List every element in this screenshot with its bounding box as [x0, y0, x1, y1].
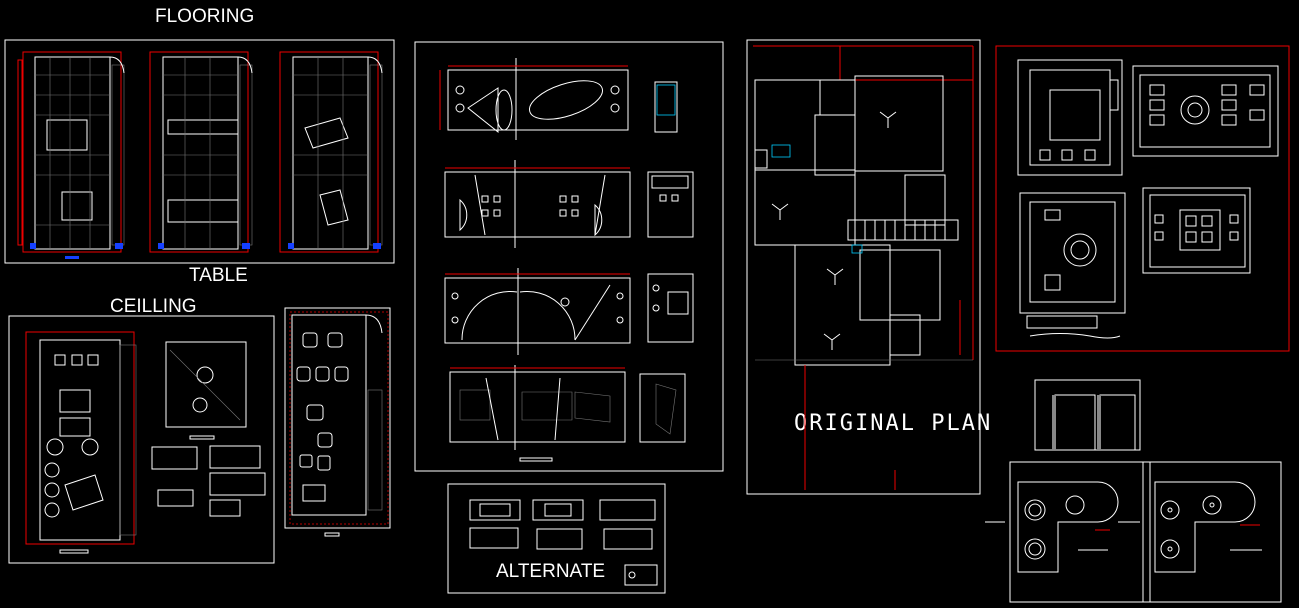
elevations-panel[interactable] [414, 41, 724, 472]
ceiling-title: CEILLING [110, 296, 197, 317]
table-plan-panel[interactable] [284, 307, 391, 537]
alternate-title: ALTERNATE [496, 561, 605, 582]
ceiling-plan [25, 331, 137, 554]
key-plan[interactable] [1034, 379, 1141, 451]
ceiling-detail [165, 341, 247, 440]
plan-rooms [754, 75, 959, 366]
elevation-3 [444, 268, 631, 355]
elevation-2 [444, 160, 631, 248]
detail-plan-1 [1017, 59, 1123, 176]
alternate-panel[interactable] [447, 483, 666, 594]
ceiling-panel[interactable] [8, 315, 275, 564]
table-top-detail-2[interactable] [1118, 461, 1282, 603]
elevation-4 [449, 365, 626, 450]
staircase [854, 220, 946, 240]
original-plan-title: ORIGINAL PLAN [794, 411, 992, 436]
ceiling-furniture-blocks [151, 445, 266, 517]
detail-plan-3 [1019, 192, 1126, 339]
elevation-1 [439, 58, 629, 140]
ceiling-fan-icons [771, 111, 897, 350]
chairs-group [296, 332, 349, 502]
detail-plan-2 [1132, 65, 1279, 157]
flooring-plan-3 [279, 51, 383, 253]
original-plan-panel[interactable] [746, 39, 981, 495]
flooring-title: FLOORING [155, 6, 254, 27]
table-title: TABLE [189, 265, 248, 286]
flooring-plan-1 [17, 51, 125, 259]
table-top-detail-1[interactable] [985, 461, 1151, 603]
flooring-plan-2 [149, 51, 253, 253]
detail-plan-4 [1142, 187, 1251, 274]
flooring-grid-1 [35, 57, 110, 249]
ceiling-details-panel[interactable] [995, 45, 1290, 352]
flooring-panel[interactable] [4, 39, 395, 264]
